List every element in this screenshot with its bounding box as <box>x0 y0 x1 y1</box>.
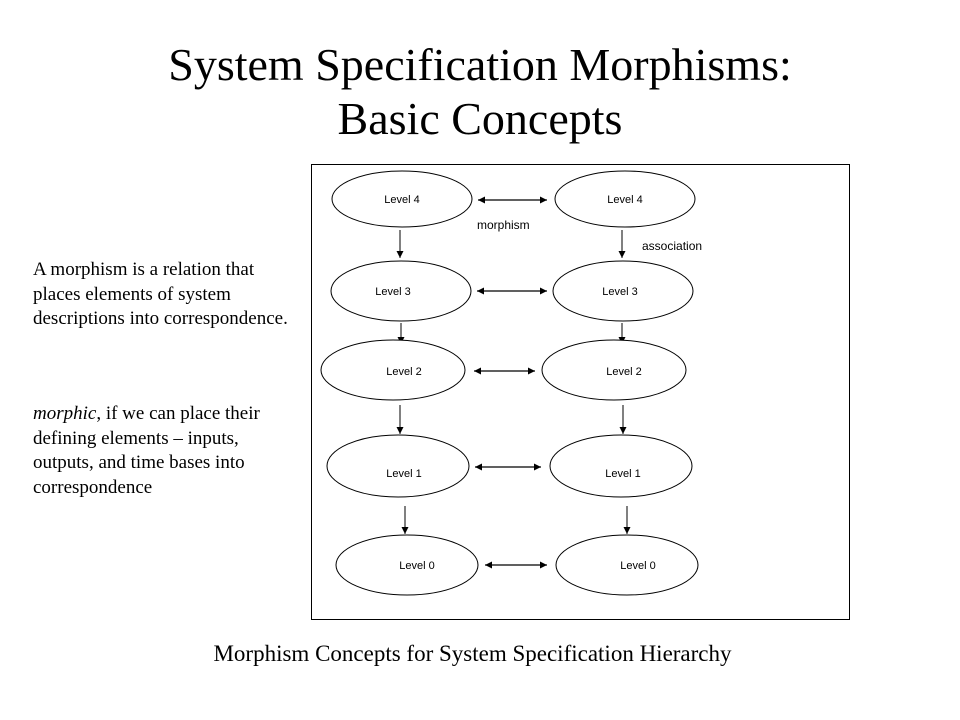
left-level-2-node <box>320 339 466 401</box>
left-level-4-node <box>331 170 473 228</box>
diagram-caption: Morphism Concepts for System Specificati… <box>213 641 732 666</box>
slide-title: System Specification Morphisms: Basic Co… <box>0 38 960 146</box>
right-level-2-node <box>541 339 687 401</box>
morphic-term: morphic <box>33 403 97 424</box>
right-level-0-label: Level 0 <box>620 560 655 572</box>
left-level-1-label: Level 1 <box>386 468 421 480</box>
right-level-1-label: Level 1 <box>605 468 640 480</box>
left-level-3-node <box>330 260 472 322</box>
right-level-1-node <box>549 434 693 498</box>
morphism-hierarchy-diagram: Level 4 Level 4 morphism association Lev… <box>311 164 850 620</box>
left-level-0-node <box>335 534 479 596</box>
right-level-3-node <box>552 260 694 322</box>
right-level-0-node <box>555 534 699 596</box>
left-level-3-label: Level 3 <box>375 286 410 298</box>
left-level-4-label: Level 4 <box>384 194 419 206</box>
right-level-4-label: Level 4 <box>607 194 642 206</box>
morphism-label: morphism <box>477 218 530 232</box>
morphic-definition: morphic, if we can place their defining … <box>33 402 295 500</box>
slide-title-line2: Basic Concepts <box>337 93 623 144</box>
left-level-2-label: Level 2 <box>386 366 421 378</box>
left-level-0-label: Level 0 <box>399 560 434 572</box>
slide-title-line1: System Specification Morphisms: <box>168 39 792 90</box>
right-level-4-node <box>554 170 696 228</box>
association-label: association <box>642 239 702 253</box>
left-level-1-node <box>326 434 470 498</box>
right-level-2-label: Level 2 <box>606 366 641 378</box>
right-level-3-label: Level 3 <box>602 286 637 298</box>
morphic-definition-text: , if we can place their defining element… <box>33 403 260 498</box>
morphism-definition: A morphism is a relation that places ele… <box>33 259 288 329</box>
